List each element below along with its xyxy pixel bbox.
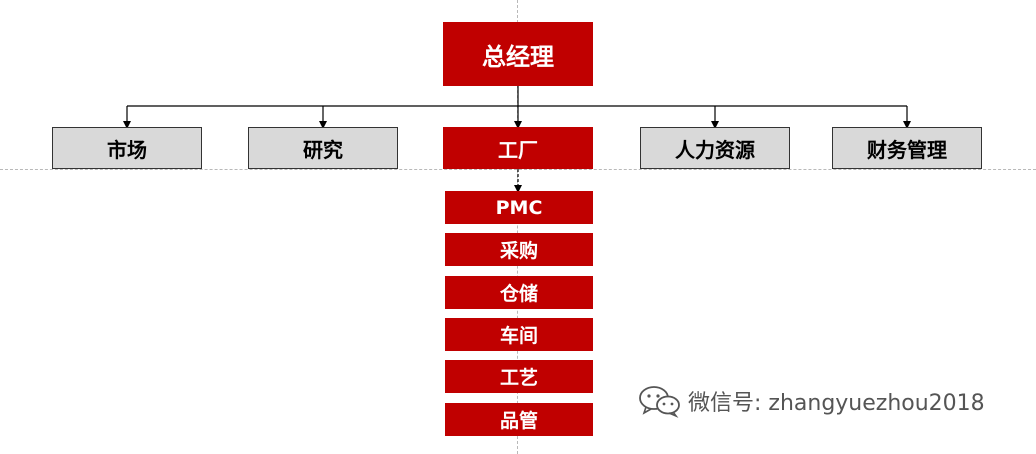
node-unit-pmc-label: PMC [495, 196, 543, 219]
node-unit-workshop-label: 车间 [499, 325, 538, 347]
node-research-label: 研究 [303, 137, 343, 162]
node-unit-pmc: PMC [445, 191, 593, 224]
node-unit-process: 工艺 [445, 360, 593, 393]
node-factory-label: 工厂 [498, 137, 538, 162]
node-unit-warehousing: 仓储 [445, 276, 593, 309]
wechat-watermark: 微信号: zhangyuezhou2018 [638, 384, 985, 418]
node-finance: 财务管理 [832, 127, 982, 169]
wechat-icon [639, 386, 680, 418]
node-human-resources-label: 人力资源 [675, 137, 755, 162]
node-unit-quality: 品管 [445, 403, 593, 436]
node-unit-warehousing-label: 仓储 [499, 283, 538, 305]
node-unit-purchasing: 采购 [445, 233, 593, 266]
node-unit-quality-label: 品管 [499, 410, 538, 432]
node-human-resources: 人力资源 [640, 127, 790, 169]
node-factory: 工厂 [443, 127, 593, 169]
node-unit-workshop: 车间 [445, 318, 593, 351]
wechat-id-text: 微信号: zhangyuezhou2018 [688, 391, 985, 416]
node-research: 研究 [248, 127, 398, 169]
node-unit-purchasing-label: 采购 [499, 240, 538, 262]
node-finance-label: 财务管理 [867, 137, 947, 162]
node-general-manager: 总经理 [443, 22, 593, 86]
node-general-manager-label: 总经理 [482, 42, 554, 71]
vertical-center-guide [517, 0, 518, 454]
node-market-label: 市场 [107, 137, 147, 162]
node-unit-process-label: 工艺 [499, 367, 538, 389]
node-market: 市场 [52, 127, 202, 169]
